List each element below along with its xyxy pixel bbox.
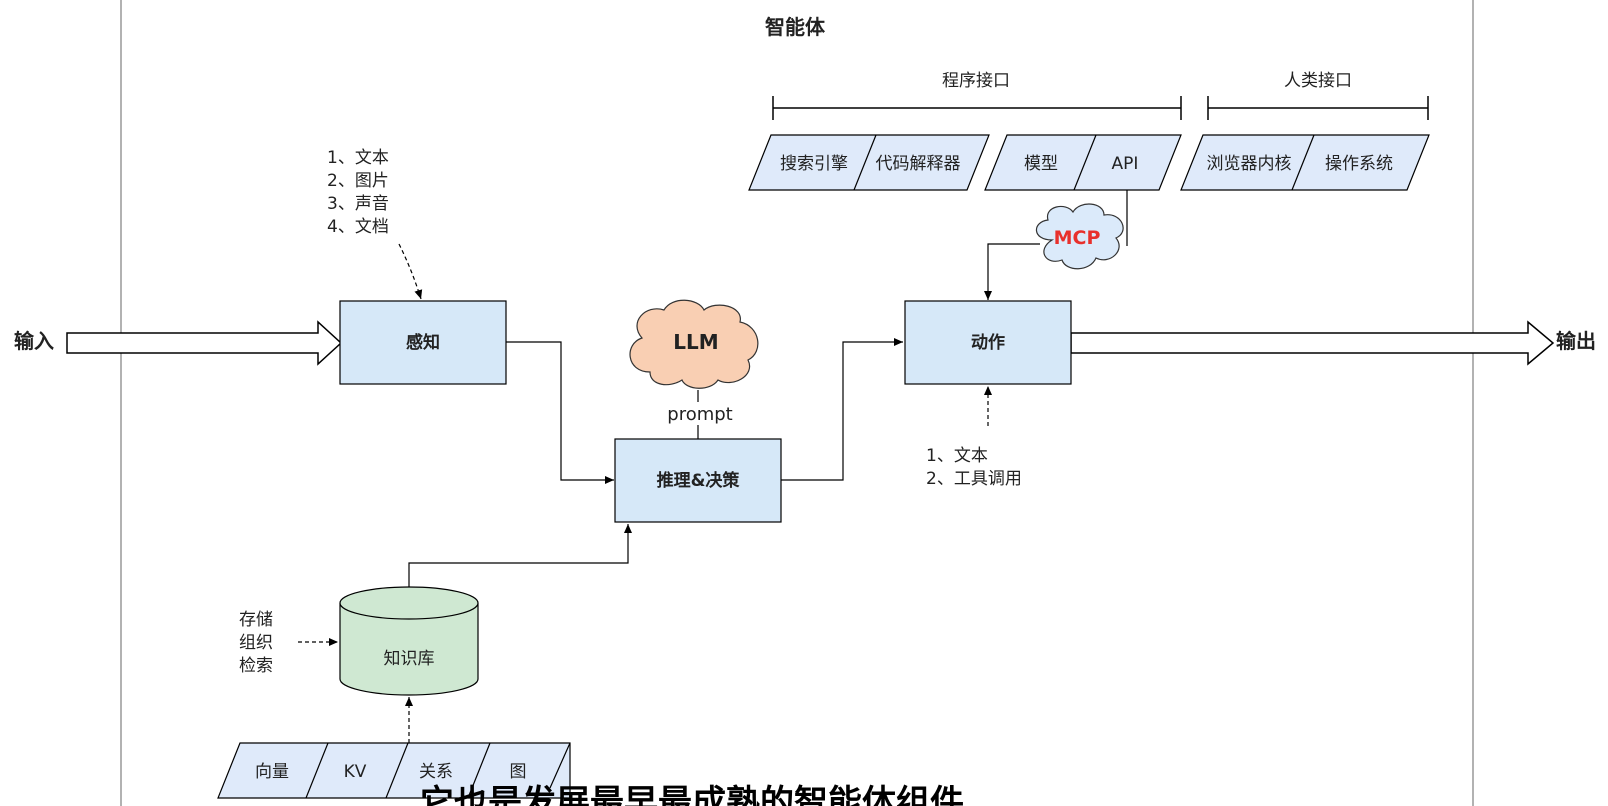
agent-container (120, 0, 1474, 806)
tool-search-engine: 搜索引擎 (780, 154, 848, 174)
perception-input-image: 2、图片 (327, 171, 389, 191)
reasoning-to-action-arrow (781, 338, 903, 481)
storage-relational: 关系 (419, 762, 453, 782)
human-interface-label: 人类接口 (1284, 71, 1352, 91)
tool-api: API (1112, 154, 1139, 174)
program-interface-bracket (772, 96, 1182, 120)
program-interface-label: 程序接口 (942, 71, 1010, 91)
tool-model: 模型 (1024, 154, 1058, 174)
program-tools: 搜索引擎 代码解释器 模型 API (748, 134, 1182, 191)
mcp-label: MCP (1054, 227, 1101, 249)
perception-label: 感知 (406, 332, 440, 353)
perception-input-text: 1、文本 (327, 148, 389, 168)
action-output-text: 1、文本 (926, 446, 988, 466)
llm-cloud: LLM (629, 299, 759, 389)
storage-graph: 图 (510, 762, 527, 782)
tool-operating-system: 操作系统 (1325, 154, 1393, 174)
storage-vector: 向量 (255, 762, 289, 782)
human-interface-bracket (1207, 96, 1429, 120)
knowledge-to-reasoning-arrow (408, 524, 632, 588)
prompt-label: prompt (667, 404, 732, 425)
knowledge-op-store: 存储 (239, 610, 273, 630)
output-label: 输出 (1556, 329, 1596, 353)
knowledge-op-organize: 组织 (239, 633, 273, 653)
input-label: 输入 (14, 329, 54, 353)
search-code-tools-box (748, 134, 990, 191)
perception-input-arrow (398, 243, 423, 300)
tool-browser-kernel: 浏览器内核 (1207, 154, 1292, 174)
video-subtitle: 它也是发展最早最成熟的智能体组件 (420, 783, 964, 806)
storage-types: 向量 KV 关系 图 (217, 742, 571, 799)
perception-box (339, 300, 507, 385)
mcp-to-action-arrow (984, 243, 1040, 300)
perception-to-reasoning-arrow (506, 341, 614, 484)
perception-inputs: 1、文本 2、图片 3、声音 4、文档 (327, 148, 389, 237)
input-arrow (66, 320, 343, 366)
knowledge-base-cylinder: 知识库 (339, 586, 479, 696)
perception-input-sound: 3、声音 (327, 194, 389, 214)
storage-kv: KV (344, 762, 367, 782)
diagram-title: 智能体 (765, 15, 826, 39)
mcp-cloud: MCP (1035, 203, 1124, 270)
action-output-tool-call: 2、工具调用 (926, 469, 1022, 489)
knowledge-op-retrieve: 检索 (239, 656, 273, 676)
action-label: 动作 (971, 332, 1005, 353)
perception-input-document: 4、文档 (327, 217, 389, 237)
llm-label: LLM (673, 330, 718, 354)
reasoning-label: 推理&决策 (657, 470, 741, 491)
action-outputs: 1、文本 2、工具调用 (926, 446, 1022, 489)
browser-os-box (1180, 134, 1430, 191)
knowledge-ops: 存储 组织 检索 (239, 610, 273, 676)
output-arrow (1070, 320, 1555, 366)
tool-code-interpreter: 代码解释器 (876, 154, 961, 174)
model-api-box (984, 134, 1182, 191)
human-tools: 浏览器内核 操作系统 (1180, 134, 1430, 191)
knowledge-base-label: 知识库 (384, 649, 435, 669)
action-box (904, 300, 1072, 385)
